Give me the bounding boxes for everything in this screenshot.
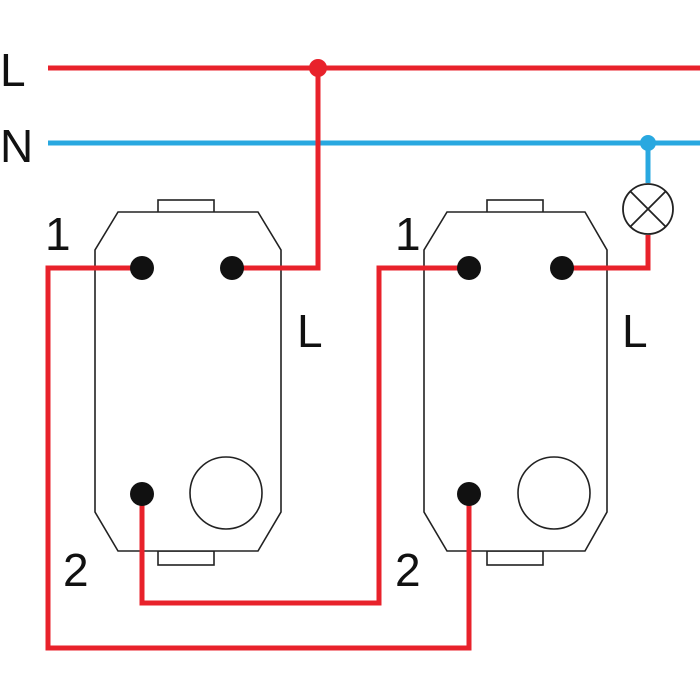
switch-1-terminal-1-label: 1 bbox=[45, 208, 71, 260]
switch-1-bottom-tab bbox=[157, 550, 215, 566]
switch-2-terminal-2 bbox=[457, 482, 481, 506]
switch-1-terminal-2-label: 2 bbox=[63, 544, 89, 596]
switch-1-terminal-l-label: L bbox=[297, 305, 323, 357]
switch-2 bbox=[423, 199, 608, 566]
neutral-junction bbox=[640, 135, 656, 151]
switch-2-terminal-1 bbox=[457, 256, 481, 280]
switch-1-terminal-l bbox=[220, 256, 244, 280]
switched-live-wire bbox=[562, 235, 651, 271]
neutral-supply-label: N bbox=[0, 120, 33, 172]
switch-2-knob bbox=[517, 456, 591, 530]
traveler-wire-outer bbox=[45, 265, 472, 651]
lamp-cross-icon bbox=[622, 183, 674, 235]
switch-2-terminal-2-label: 2 bbox=[395, 544, 421, 596]
live-feed-wire bbox=[232, 68, 321, 271]
switch-1 bbox=[94, 199, 282, 566]
switch-1-terminal-2 bbox=[130, 482, 154, 506]
switch-1-knob bbox=[189, 456, 263, 530]
switch-1-body bbox=[94, 211, 282, 552]
switch-2-terminal-l-label: L bbox=[622, 305, 648, 357]
switch-2-terminal-l bbox=[550, 256, 574, 280]
switch-2-terminal-1-label: 1 bbox=[395, 208, 421, 260]
switch-2-bottom-tab bbox=[486, 550, 544, 566]
switch-1-terminal-1 bbox=[130, 256, 154, 280]
traveler-wire-inner bbox=[139, 265, 469, 606]
live-supply-label: L bbox=[0, 44, 26, 96]
live-junction bbox=[309, 59, 327, 77]
switch-2-body bbox=[423, 211, 608, 552]
